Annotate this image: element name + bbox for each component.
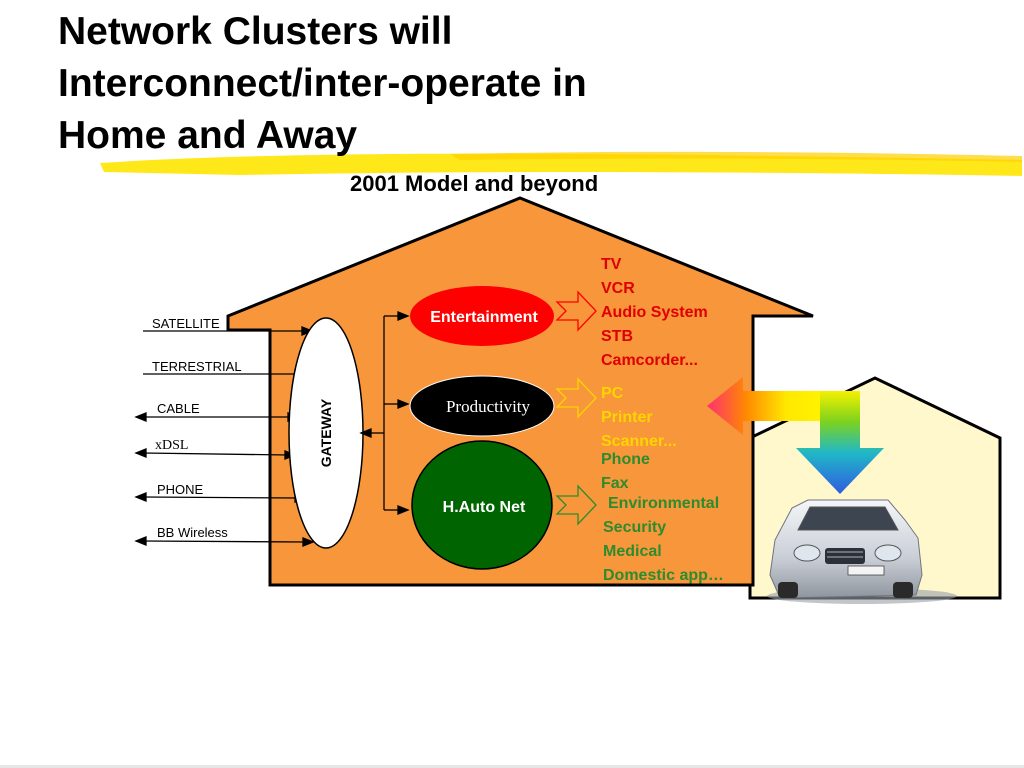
slide-title: Network Clusters will Interconnect/inter…	[58, 10, 587, 157]
input-label-xdsl: xDSL	[155, 438, 188, 453]
prod-device-printer: Printer	[601, 409, 653, 426]
cluster-arrows	[555, 290, 597, 526]
input-label-bb-wireless: BB Wireless	[157, 525, 228, 540]
car-image	[767, 499, 957, 604]
prod-device-pc: PC	[601, 385, 624, 402]
productivity-cluster	[409, 375, 555, 437]
input-label-terrestrial: TERRESTRIAL	[152, 359, 242, 374]
prod-device-scanner: Scanner...	[601, 433, 677, 450]
auto-device-medical: Medical	[603, 543, 662, 560]
auto-device-fax: Fax	[601, 475, 629, 492]
entertainment-arrow	[555, 290, 597, 332]
auto-device-security: Security	[603, 519, 666, 536]
productivity-label: Productivity	[446, 397, 531, 416]
input-label-phone: PHONE	[157, 482, 204, 497]
title-highlight	[100, 151, 1022, 176]
rainbow-arrow	[707, 377, 884, 494]
gateway-label: GATEWAY	[318, 398, 334, 467]
entertainment-cluster	[410, 286, 554, 346]
productivity-arrow	[555, 377, 597, 419]
auto-device-environmental: Environmental	[608, 495, 719, 512]
ent-device-tv: TV	[601, 256, 622, 273]
ent-device-camcorder: Camcorder...	[601, 352, 698, 369]
slide-bottom-rule	[0, 765, 1024, 768]
ent-device-stb: STB	[601, 328, 633, 345]
input-label-cable: CABLE	[157, 401, 200, 416]
ent-device-vcr: VCR	[601, 280, 635, 297]
auto-device-domestic: Domestic app…	[603, 567, 724, 584]
ent-device-audio: Audio System	[601, 304, 708, 321]
auto-net-label: H.Auto Net	[443, 499, 526, 516]
input-label-satellite: SATELLITE	[152, 316, 220, 331]
auto-net-cluster	[411, 440, 553, 570]
auto-arrow	[555, 484, 597, 526]
gateway-connectors	[359, 311, 410, 515]
entertainment-label: Entertainment	[430, 309, 538, 326]
slide-subtitle: 2001 Model and beyond	[350, 171, 599, 196]
auto-device-phone: Phone	[601, 451, 650, 468]
